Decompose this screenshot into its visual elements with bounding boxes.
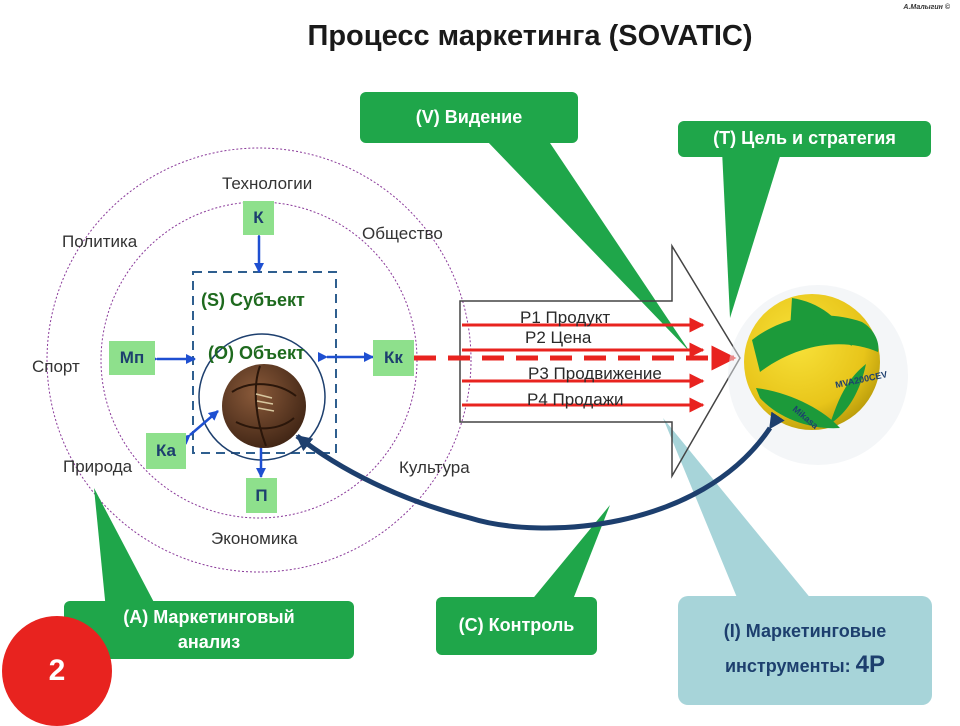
tools-callout-line2: инструменты: 4P — [725, 646, 885, 684]
vision-callout-pointer — [486, 140, 690, 352]
analysis-callout-line2: анализ — [177, 632, 241, 652]
actor-kk-box: Кк — [373, 340, 414, 376]
control-callout-pointer — [530, 505, 610, 602]
env-economy: Экономика — [211, 529, 298, 548]
analysis-callout-pointer — [94, 488, 158, 610]
tools-callout: (I) Маркетинговые инструменты: 4P — [678, 596, 932, 705]
goal-callout: (T) Цель и стратегия — [678, 121, 931, 157]
p3-label: P3 Продвижение — [528, 364, 662, 383]
env-sport: Спорт — [32, 357, 80, 376]
env-culture: Культура — [399, 458, 470, 477]
object-label: (O) Объект — [208, 343, 305, 363]
control-feedback-arc — [295, 411, 785, 531]
old-leather-ball-image — [222, 364, 306, 448]
env-society: Общество — [362, 224, 443, 243]
p4-label: P4 Продажи — [527, 390, 624, 409]
author-credit: А.Малыгин © — [903, 4, 950, 11]
p2-label: P2 Цена — [525, 328, 592, 347]
env-technologies: Технологии — [222, 174, 313, 193]
analysis-callout: (A) Маркетинговый анализ — [64, 601, 354, 659]
tools-callout-line1: (I) Маркетинговые — [723, 620, 887, 641]
outer-environment-circle — [46, 147, 472, 573]
vision-callout: (V) Видение — [360, 92, 578, 143]
env-politics: Политика — [62, 232, 138, 251]
goal-callout-pointer — [722, 150, 782, 318]
env-nature: Природа — [63, 457, 133, 476]
actor-ka-box: Ка — [146, 433, 186, 469]
volleyball-image: MVA200CEV Mikasa — [728, 285, 908, 465]
tools-callout-text: инструменты: — [724, 655, 851, 676]
page-title: Процесс маркетинга (SOVATIC) — [307, 20, 753, 52]
actor-k-box: К — [243, 201, 274, 235]
arrow-ka-object — [179, 410, 219, 445]
slide-number-badge: 2 — [2, 616, 112, 726]
four-p-arrow-outline — [459, 243, 741, 479]
analysis-callout-line1: (A) Маркетинговый — [123, 606, 295, 627]
tools-callout-pointer — [663, 418, 812, 600]
control-callout: (C) Контроль — [436, 597, 597, 655]
tools-callout-4p: 4P — [855, 650, 886, 678]
actor-p-box: П — [246, 478, 277, 513]
subject-label: (S) Субъект — [201, 290, 305, 310]
actor-mp-box: Мп — [109, 341, 155, 375]
p1-label: P1 Продукт — [520, 308, 611, 327]
